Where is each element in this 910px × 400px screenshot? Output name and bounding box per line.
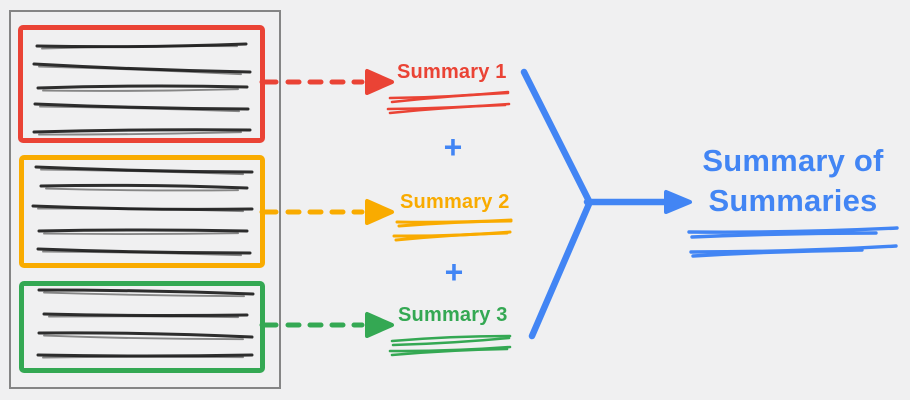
summary-3-label: Summary 3 bbox=[398, 304, 508, 326]
chunk-1-to-summary-1-dashed-arrow bbox=[259, 69, 394, 95]
chunk-3-to-summary-3-dashed-arrow bbox=[259, 312, 394, 338]
plus-operator-2: + bbox=[444, 254, 464, 290]
summary-2-label: Summary 2 bbox=[400, 191, 510, 213]
plus-operator-1: + bbox=[443, 129, 463, 165]
chunk-2-to-summary-2-dashed-arrow bbox=[259, 199, 394, 225]
result-text-scribble bbox=[687, 226, 899, 258]
summary-of-summaries-label: Summary of Summaries bbox=[680, 141, 906, 221]
result-label-line-1: Summary of bbox=[702, 143, 884, 178]
merge-arrow bbox=[520, 68, 692, 340]
summary-1-text-scribble bbox=[386, 90, 511, 115]
summary-3-text-scribble bbox=[388, 334, 512, 357]
summary-2-text-scribble bbox=[392, 218, 513, 242]
result-label-line-2: Summaries bbox=[708, 183, 878, 218]
summary-1-label: Summary 1 bbox=[397, 61, 507, 83]
document-text-scribbles bbox=[31, 42, 255, 359]
